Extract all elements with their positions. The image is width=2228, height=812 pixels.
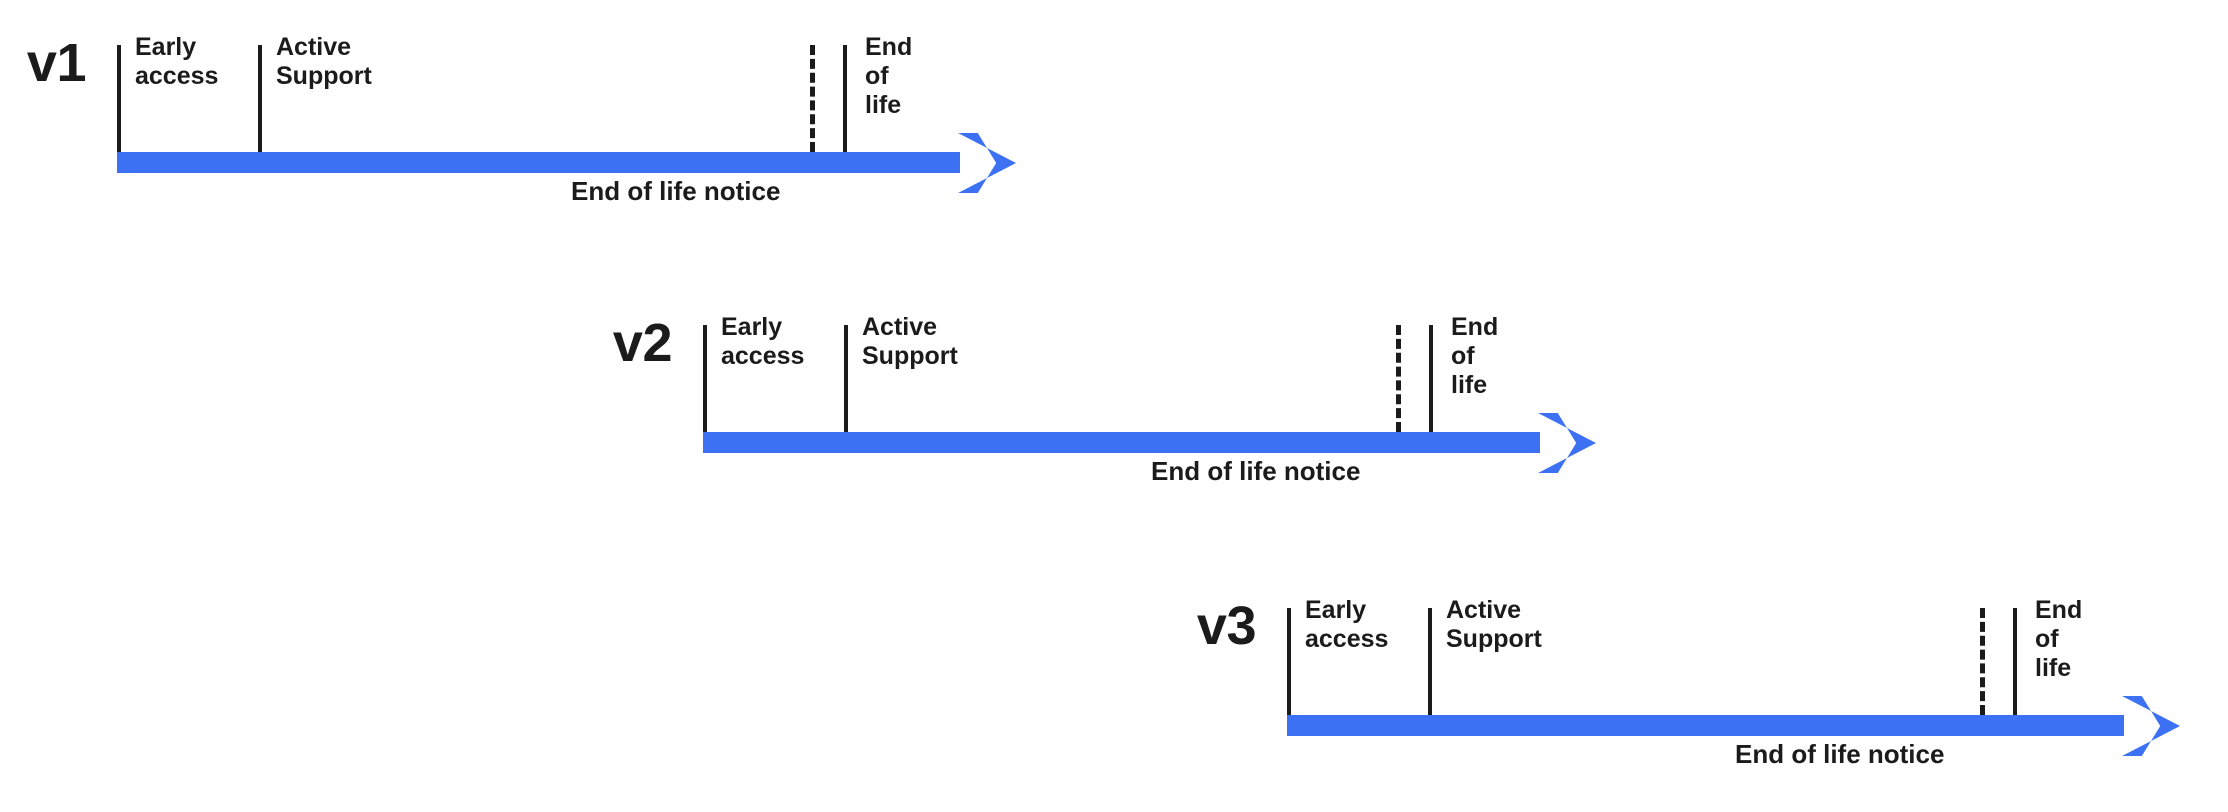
tick-active-support-start (844, 325, 848, 432)
phase-label-early-access: Early access (721, 313, 805, 370)
version-label-v1: v1 (26, 33, 87, 93)
phase-label-active-support: Active Support (1446, 596, 1542, 653)
label-end-of-life-notice: End of life notice (1151, 456, 1361, 486)
timeline-arrow-head-icon (2116, 694, 2182, 758)
tick-end-of-life-start (1429, 325, 1433, 432)
tick-active-support-start (258, 45, 262, 152)
label-end-of-life-notice: End of life notice (571, 176, 781, 206)
timeline-arrow-head-icon (1532, 411, 1598, 475)
tick-end-of-life-start (843, 45, 847, 152)
timeline-bar (117, 152, 960, 173)
phase-label-early-access: Early access (135, 33, 219, 90)
tick-early-access-start (117, 45, 121, 152)
phase-label-end-of-life: End of life (865, 33, 913, 119)
tick-early-access-start (1287, 608, 1291, 715)
label-end-of-life-notice: End of life notice (1735, 739, 1945, 769)
tick-end-of-life-notice-dashed (1396, 325, 1401, 432)
phase-label-end-of-life: End of life (1451, 313, 1499, 399)
tick-end-of-life-notice-dashed (1980, 608, 1985, 715)
tick-end-of-life-notice-dashed (810, 45, 815, 152)
timeline-bar (1287, 715, 2124, 736)
phase-label-active-support: Active Support (862, 313, 958, 370)
phase-label-early-access: Early access (1305, 596, 1389, 653)
tick-end-of-life-start (2013, 608, 2017, 715)
tick-active-support-start (1428, 608, 1432, 715)
timeline-bar (703, 432, 1540, 453)
version-label-v2: v2 (612, 313, 673, 373)
phase-label-end-of-life: End of life (2035, 596, 2083, 682)
phase-label-active-support: Active Support (276, 33, 372, 90)
tick-early-access-start (703, 325, 707, 432)
version-label-v3: v3 (1196, 596, 1257, 656)
timeline-arrow-head-icon (952, 131, 1018, 195)
